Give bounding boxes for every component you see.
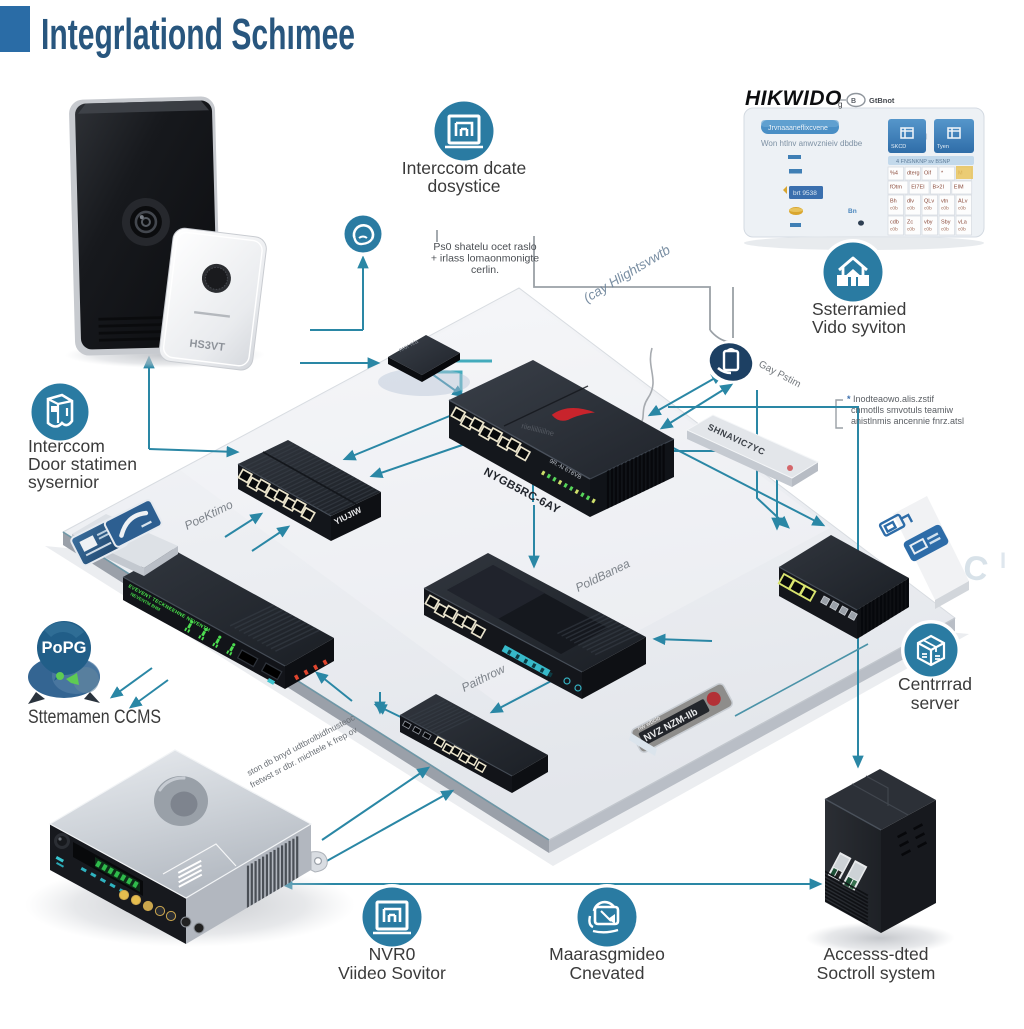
svg-text:Vido syviton: Vido syviton	[812, 317, 906, 337]
svg-text:c0b: c0b	[890, 206, 898, 212]
svg-text:Centrrrad: Centrrrad	[898, 674, 972, 694]
svg-text:dterg: dterg	[907, 171, 920, 177]
svg-text:B: B	[851, 98, 856, 105]
svg-text:Door statimen: Door statimen	[28, 454, 137, 474]
svg-text:%4: %4	[890, 171, 898, 177]
svg-text:PoPG: PoPG	[42, 639, 87, 657]
svg-text:*: *	[941, 171, 944, 177]
svg-text:ALv: ALv	[958, 199, 968, 205]
svg-text:dlv: dlv	[907, 199, 914, 205]
svg-text:4 FNSNKNP sv BSNP: 4 FNSNKNP sv BSNP	[896, 159, 951, 165]
svg-text:server: server	[911, 693, 960, 713]
svg-text:cdb: cdb	[890, 220, 899, 226]
svg-text:Ssterramied: Ssterramied	[812, 299, 906, 319]
svg-text:Sttemamen CCMS: Sttemamen CCMS	[28, 707, 161, 728]
svg-text:* Inodteaowo.alis.zstif: * Inodteaowo.alis.zstif	[847, 394, 935, 404]
svg-text:sysernior: sysernior	[28, 472, 99, 492]
svg-text:HS3VT: HS3VT	[189, 338, 226, 354]
svg-text:c0b: c0b	[924, 206, 932, 212]
svg-text:SKCD: SKCD	[891, 144, 906, 150]
svg-text:Jrvnaaaneflixcvene: Jrvnaaaneflixcvene	[768, 125, 828, 132]
svg-text:c0b: c0b	[958, 227, 966, 233]
svg-text:Won htlnv anwvznieiv dbdbe: Won htlnv anwvznieiv dbdbe	[761, 139, 863, 148]
svg-text:cnmotlls smvotuls teamiw: cnmotlls smvotuls teamiw	[851, 405, 954, 415]
svg-text:Accesss-dted: Accesss-dted	[823, 944, 928, 964]
svg-text:vtn: vtn	[941, 199, 948, 205]
svg-text:Tyen: Tyen	[937, 144, 949, 150]
svg-text:Cnevated: Cnevated	[570, 963, 645, 983]
svg-text:vby: vby	[924, 220, 933, 226]
svg-text:Gay Pstim: Gay Pstim	[757, 359, 803, 390]
svg-text:EI7EI: EI7EI	[911, 185, 925, 191]
svg-text:c0b: c0b	[941, 206, 949, 212]
svg-text:|: |	[926, 134, 928, 140]
svg-text:NVR0: NVR0	[369, 944, 416, 964]
svg-text:QLv: QLv	[924, 199, 934, 205]
svg-text:HIKWIDO: HIKWIDO	[745, 87, 842, 110]
svg-text:I: I	[1000, 548, 1006, 573]
svg-text:EIM: EIM	[954, 185, 964, 191]
svg-text:Soctroll system: Soctroll system	[817, 963, 936, 983]
svg-text:dosystice: dosystice	[428, 176, 501, 196]
svg-text:Bn: Bn	[848, 208, 857, 215]
svg-text:(cay Hlightsvwtb: (cay Hlightsvwtb	[581, 242, 673, 306]
svg-text:c0b: c0b	[941, 227, 949, 233]
svg-text:anistlnmis ancennie fnrz.atsl: anistlnmis ancennie fnrz.atsl	[851, 416, 964, 426]
svg-text:Interccom: Interccom	[28, 436, 105, 456]
svg-text:fOtm: fOtm	[890, 185, 902, 191]
svg-text:Zc: Zc	[907, 220, 913, 226]
svg-text:brt 9538: brt 9538	[793, 190, 817, 197]
svg-text:+ irlass lomaonmonigte: + irlass lomaonmonigte	[431, 253, 539, 265]
svg-text:Oif: Oif	[924, 171, 932, 177]
svg-text:Maarasgmideo: Maarasgmideo	[549, 944, 665, 964]
svg-text:c0b: c0b	[907, 227, 915, 233]
svg-text:ston db bnyd udtbrolbidfnusteo: ston db bnyd udtbrolbidfnusteoc	[245, 712, 357, 778]
svg-text:c0b: c0b	[958, 206, 966, 212]
svg-text:c0b: c0b	[907, 206, 915, 212]
svg-text:c0b: c0b	[890, 227, 898, 233]
svg-text:Ps0 shatelu ocet raslo: Ps0 shatelu ocet raslo	[433, 241, 536, 253]
svg-text:Integrlationd Schımee: Integrlationd Schımee	[41, 10, 355, 59]
svg-text:B>2I: B>2I	[933, 185, 945, 191]
svg-text:c0b: c0b	[924, 227, 932, 233]
svg-text:cerlin.: cerlin.	[471, 264, 499, 276]
svg-text:Bh: Bh	[890, 199, 897, 205]
svg-text:g: g	[838, 100, 842, 109]
svg-text:Interccom dcate: Interccom dcate	[402, 158, 527, 178]
svg-text:Viideo Sovitor: Viideo Sovitor	[338, 963, 446, 983]
svg-text:GtBnot: GtBnot	[869, 96, 895, 105]
svg-text:vLa: vLa	[958, 220, 968, 226]
svg-text:Sby: Sby	[941, 220, 951, 226]
svg-text:fretwst sr dbr. michtele k fre: fretwst sr dbr. michtele k frep ov	[248, 724, 359, 790]
